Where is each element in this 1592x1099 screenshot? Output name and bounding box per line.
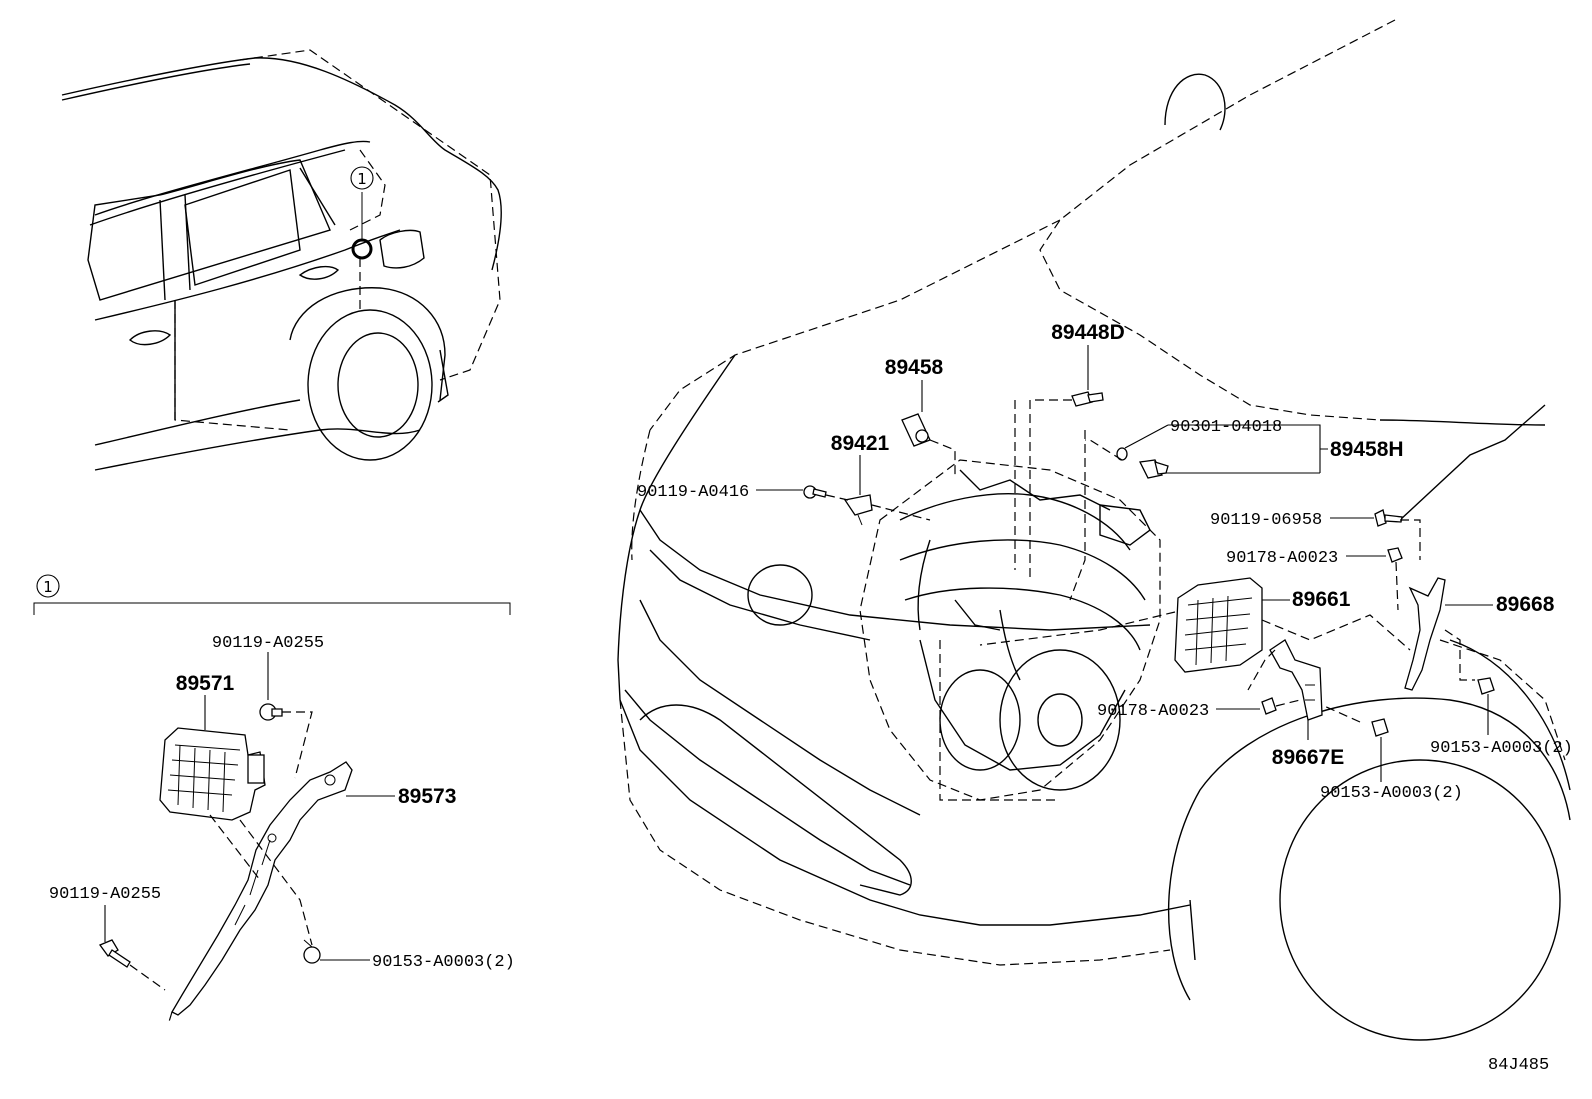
label-90119-A0255-left: 90119-A0255 (49, 885, 161, 904)
part-89573-bracket (171, 761, 353, 1016)
label-89448D: 89448D (1051, 321, 1125, 344)
label-89667E: 89667E (1272, 746, 1344, 769)
label-89571: 89571 (176, 672, 235, 695)
label-89661: 89661 (1292, 588, 1351, 611)
label-89573: 89573 (398, 785, 456, 808)
part-90119-A0255-bolt-top (259, 703, 283, 721)
label-90301-04018: 90301-04018 (1170, 418, 1282, 437)
front-vehicle-view: 89448D 89458 89421 90301-04018 89458H 90… (617, 19, 1573, 1041)
part-90119-A0416-bolt (803, 485, 827, 499)
part-89458-sensor (901, 413, 931, 447)
detail-1-group: 1 (33, 574, 515, 1026)
detail-1-marker: 1 (43, 578, 53, 596)
part-89458H-sensor (1139, 459, 1169, 479)
part-90153-A0003-nut-right (1477, 677, 1495, 695)
label-89458: 89458 (885, 356, 944, 379)
part-90153-A0003-nut-center (1371, 718, 1389, 737)
part-89448D-sensor (1071, 391, 1104, 407)
part-90119-06958-bolt (1374, 509, 1403, 527)
label-90153-A0003-center: 90153-A0003(2) (1320, 784, 1463, 803)
part-90178-A0023-nut-mid (1261, 697, 1277, 715)
label-89668: 89668 (1496, 593, 1555, 616)
label-90119-A0255-top: 90119-A0255 (212, 634, 324, 653)
part-89668-bracket (1404, 577, 1446, 691)
label-90153-A0003-right: 90153-A0003(2) (1430, 739, 1573, 758)
label-90178-A0023-top: 90178-A0023 (1226, 549, 1338, 568)
rear-vehicle-view: 1 (61, 49, 503, 471)
part-89571-ecu (159, 727, 266, 821)
figure-code: 84J485 (1488, 1056, 1549, 1075)
label-90119-06958: 90119-06958 (1210, 511, 1322, 530)
part-89661-ecu (1174, 577, 1263, 673)
label-90153-A0003-left: 90153-A0003(2) (372, 953, 515, 972)
engine-assembly (859, 400, 1161, 801)
part-89667E-bracket (1269, 639, 1323, 721)
part-90119-A0255-bolt-left (98, 939, 131, 968)
callout-1-marker: 1 (357, 170, 367, 188)
label-89458H: 89458H (1330, 438, 1404, 461)
label-89421: 89421 (831, 432, 890, 455)
part-90178-A0023-nut-top (1387, 547, 1403, 563)
part-90153-A0003-nut-left (303, 939, 321, 964)
label-90178-A0023-mid: 90178-A0023 (1097, 702, 1209, 721)
label-90119-A0416: 90119-A0416 (637, 483, 749, 502)
part-89421-sensor (843, 494, 873, 526)
